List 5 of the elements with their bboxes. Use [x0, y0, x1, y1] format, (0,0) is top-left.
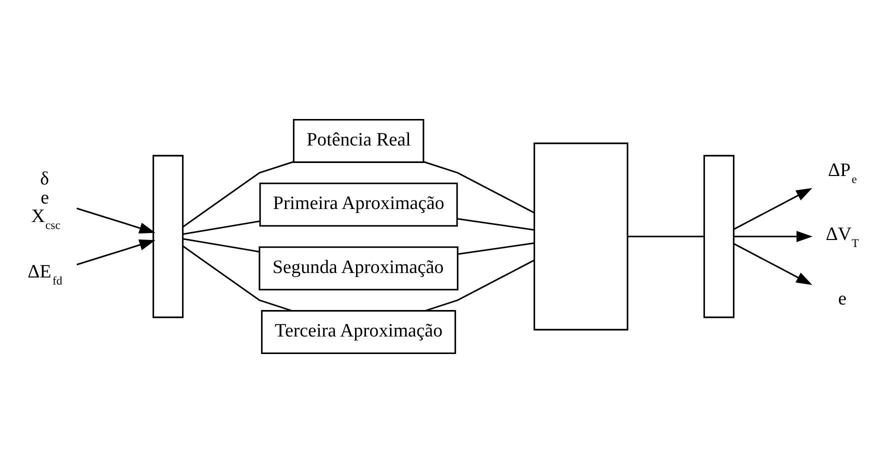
node-text: ΔP$_{e}$ [828, 160, 857, 186]
node-text: ΔE$_{fd}$ [28, 262, 62, 288]
node-text: ΔV$_{T}$ [826, 224, 859, 250]
node-text: e [838, 288, 846, 310]
node-text: δ e X$_{csc}$ [31, 168, 60, 232]
